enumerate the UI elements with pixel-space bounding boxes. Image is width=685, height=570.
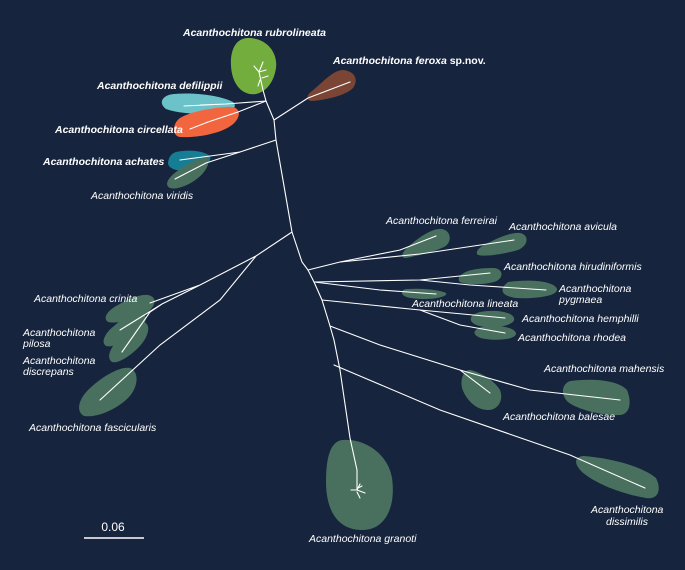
branch-rhodea [419, 309, 506, 334]
clade-blob-ferreirai[interactable] [402, 228, 450, 258]
clade-blob-viridis[interactable] [167, 157, 209, 189]
label-mahensis: Acanthochitona mahensis [543, 363, 665, 375]
clade-blob-hirudiniformis[interactable] [458, 268, 502, 285]
taxon-labels: Acanthochitona rubrolineata Acanthochito… [22, 27, 665, 545]
scale-bar-label: 0.06 [101, 520, 125, 534]
clade-blob-rhodea[interactable] [474, 325, 517, 340]
branch-feroxa [273, 81, 351, 121]
label-ferreirai: Acanthochitona ferreirai [385, 215, 498, 227]
label-fascicularis: Acanthochitona fascicularis [28, 422, 157, 434]
label-circellata: Acanthochitona circellata [54, 124, 183, 136]
branch-rubrolineata [253, 61, 269, 102]
clade-blob-avicula[interactable] [476, 232, 527, 256]
label-lineata: Acanthochitona lineata [411, 298, 518, 310]
clade-blob-balesae[interactable] [461, 370, 502, 410]
branch-lineata [313, 281, 437, 295]
branch-outgroup [99, 231, 293, 401]
branch-backbone-upper [265, 100, 293, 233]
branch-dissimilis [333, 364, 646, 489]
label-granoti: Acanthochitona granoti [308, 533, 417, 545]
label-rubrolineata: Acanthochitona rubrolineata [182, 27, 326, 39]
label-achates: Acanthochitona achates [42, 156, 165, 168]
clade-blob-crinita[interactable] [105, 294, 155, 323]
label-hirudiniformis: Acanthochitona hirudiniformis [503, 261, 642, 273]
branches [99, 61, 646, 499]
clade-blob-hemphilli[interactable] [470, 310, 515, 328]
label-rhodea: Acanthochitona rhodea [517, 332, 626, 344]
label-defilippii: Acanthochitona defilippii [96, 80, 224, 92]
label-balesae: Acanthochitona balesae [502, 411, 615, 423]
branch-pygmaea [419, 279, 547, 291]
label-crinita: Acanthochitona crinita [33, 293, 137, 305]
clade-blob-lineata[interactable] [402, 288, 447, 299]
label-viridis: Acanthochitona viridis [90, 190, 194, 202]
clade-blob-feroxa[interactable] [307, 70, 356, 101]
branch-viridis [174, 151, 241, 180]
branch-avicula [339, 239, 515, 263]
label-hemphilli: Acanthochitona hemphilli [521, 313, 639, 325]
branch-circellata [189, 100, 267, 130]
branch-defilippii [183, 100, 267, 107]
branch-ferreirai [307, 235, 437, 271]
label-feroxa: Acanthochitona feroxa sp.nov. [332, 55, 486, 67]
clade-blob-circellata[interactable] [174, 106, 239, 138]
scale-bar: 0.06 [84, 520, 144, 539]
clade-blob-dissimilis[interactable] [576, 456, 659, 499]
branch-granoti-tips [350, 483, 366, 499]
label-avicula: Acanthochitona avicula [508, 221, 617, 233]
branch-balesae-mahensis [329, 325, 621, 401]
